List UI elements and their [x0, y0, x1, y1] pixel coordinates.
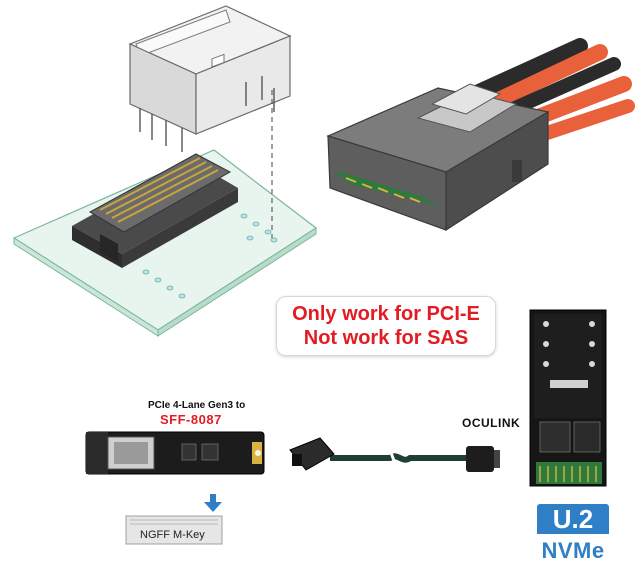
notice-line-1: Only work for PCI-E [292, 303, 480, 325]
m2-adapter-card [85, 431, 265, 475]
cable-label: OCULINK [462, 416, 521, 430]
u2-adapter-board [529, 309, 607, 487]
arrow-down-icon [204, 494, 222, 512]
notice-line-2: Not work for SAS [303, 327, 469, 349]
notice-box: Only work for PCI-E Not work for SAS [276, 296, 496, 356]
minisas-plug [326, 38, 635, 232]
slot-label: NGFF M-Key [140, 529, 205, 541]
oculink-cable [289, 437, 500, 472]
badge-top: U.2 [537, 504, 609, 534]
sff8087-receptacle [72, 153, 238, 268]
adapter-subtitle: SFF-8087 [160, 412, 222, 427]
ngff-slot [125, 515, 223, 545]
u2-nvme-badge: U.2 NVMe [537, 504, 609, 566]
adapter-title: PCIe 4-Lane Gen3 to [148, 400, 246, 411]
badge-bottom: NVMe [541, 538, 605, 563]
metal-cage [128, 5, 292, 238]
